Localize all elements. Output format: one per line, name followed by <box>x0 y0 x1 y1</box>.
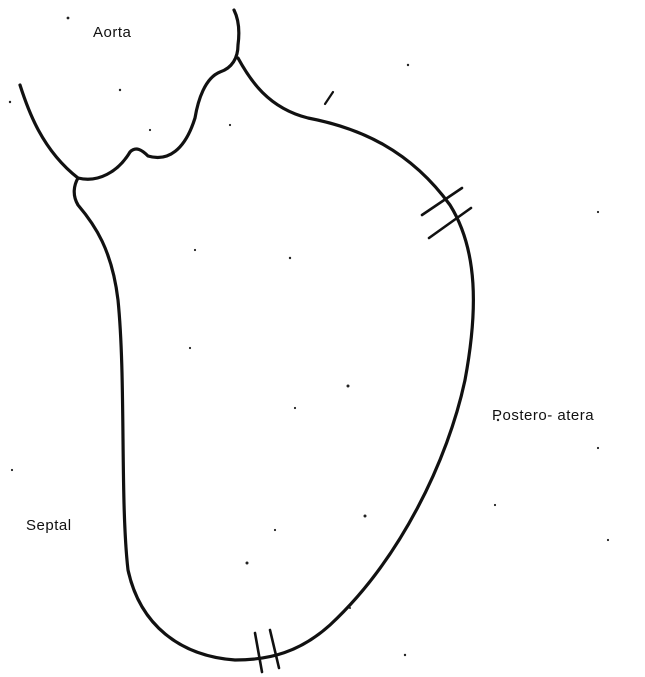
apex-hash-mark-2 <box>270 630 279 668</box>
annotation-stroke <box>325 92 333 104</box>
scan-specks <box>9 17 609 657</box>
posterolateral-hash-mark-1 <box>422 188 462 215</box>
posterolateral-label: Postero- atera <box>492 407 594 424</box>
aorta-label: Aorta <box>93 24 132 41</box>
apex-hash-mark-1 <box>255 633 262 672</box>
septal-label: Septal <box>26 517 72 534</box>
